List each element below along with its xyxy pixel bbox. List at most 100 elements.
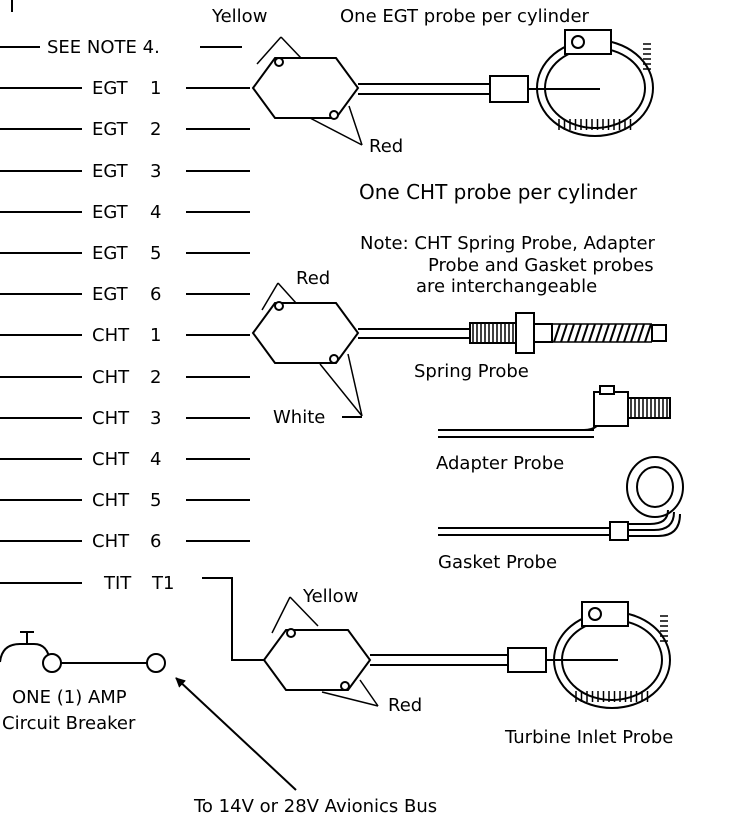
egt-clamp-teeth <box>558 43 651 130</box>
cht-note-line-2: Probe and Gasket probes <box>428 255 654 276</box>
spring-coil <box>567 323 575 343</box>
cht-connector-body <box>251 302 360 364</box>
gasket-sleeve <box>609 521 629 541</box>
egt-yellow-terminal <box>274 57 284 67</box>
wire-row-tit-t1: TIT T1 <box>0 573 174 594</box>
channel-number: 4 <box>150 449 161 470</box>
cht-section-title: One CHT probe per cylinder <box>359 180 638 204</box>
spring-coil <box>644 323 652 343</box>
spring-coil <box>637 323 645 343</box>
spring-coil <box>560 323 568 343</box>
breaker-terminal-left <box>42 653 62 673</box>
wire-row-egt-2: EGT 2 <box>0 119 250 140</box>
spring-coil <box>616 323 624 343</box>
breaker-terminal-right <box>146 653 166 673</box>
channel-number: 1 <box>150 325 161 346</box>
spring-coil <box>630 323 638 343</box>
wire-row-egt-6: EGT 6 <box>0 284 250 305</box>
cht-white-pointer-right <box>347 353 363 417</box>
spring-thread-lines <box>472 323 514 343</box>
tit-red-pointer-left <box>321 691 379 707</box>
avionics-bus-label: To 14V or 28V Avionics Bus <box>193 796 437 817</box>
adapter-probe-label: Adapter Probe <box>436 453 564 474</box>
wire-label: SEE NOTE 4. <box>47 37 160 58</box>
cht-connector <box>251 282 470 417</box>
egt-red-label: Red <box>369 136 403 157</box>
adapter-body <box>593 391 629 427</box>
tit-probe-sleeve <box>507 647 547 673</box>
tit-yellow-terminal <box>286 628 296 638</box>
spring-coil <box>553 323 561 343</box>
egt-section-title: One EGT probe per cylinder <box>340 6 590 27</box>
spring-probe-collar <box>533 323 553 343</box>
gasket-ring-inner <box>636 466 674 508</box>
spring-probe-tip <box>651 324 667 342</box>
spring-probe-nut <box>515 312 535 354</box>
tit-connector <box>262 596 508 707</box>
tit-red-label: Red <box>388 695 422 716</box>
channel-number: 3 <box>150 408 161 429</box>
egt-clamp-screw-housing <box>564 29 612 55</box>
circuit-breaker <box>0 631 297 791</box>
tit-connector-body <box>262 629 372 691</box>
spring-coil <box>595 323 603 343</box>
channel-number: 6 <box>150 284 161 305</box>
channel-label: CHT <box>92 490 130 511</box>
spring-coil <box>609 323 617 343</box>
channel-label: EGT <box>92 78 129 99</box>
gasket-lead-1 <box>616 509 669 525</box>
breaker-label-line-2: Circuit Breaker <box>2 713 136 734</box>
channel-label: TIT <box>103 573 132 594</box>
spring-coil <box>588 323 596 343</box>
cht-red-pointer-left <box>261 282 279 311</box>
tit-clamp-screw <box>588 607 602 621</box>
channel-number: 6 <box>150 531 161 552</box>
cht-red-pointer-right <box>277 282 297 304</box>
gasket-probe <box>438 456 684 541</box>
cht-white-pointer-left <box>319 363 363 417</box>
channel-number: 2 <box>150 367 161 388</box>
egt-yellow-pointer-right <box>280 36 302 59</box>
tit-probe <box>507 601 671 709</box>
tit-yellow-pointer-left <box>271 596 291 634</box>
egt-connector-body <box>251 57 360 119</box>
channel-label: EGT <box>92 243 129 264</box>
channel-label: EGT <box>92 119 129 140</box>
gasket-lead-2 <box>616 511 675 531</box>
egt-red-pointer-left <box>309 117 363 146</box>
egt-red-terminal <box>329 110 339 120</box>
spring-coil <box>574 323 582 343</box>
adapter-tab <box>599 385 615 395</box>
wire-row-cht-3: CHT 3 <box>0 408 250 429</box>
egt-probe <box>489 29 654 137</box>
egt-connector <box>251 36 490 146</box>
channel-label: EGT <box>92 284 129 305</box>
cht-red-terminal <box>274 301 284 311</box>
channel-label: CHT <box>92 408 130 429</box>
spring-probe <box>469 312 667 354</box>
adapter-thread-lines <box>630 398 668 418</box>
turbine-inlet-probe-label: Turbine Inlet Probe <box>504 727 673 748</box>
channel-number: T1 <box>151 573 174 594</box>
egt-red-pointer-right <box>348 105 363 146</box>
breaker-arc-left <box>0 643 21 663</box>
cht-white-label: White <box>273 407 325 428</box>
channel-number: 4 <box>150 202 161 223</box>
avionics-bus-arrow <box>175 677 297 791</box>
channel-label: CHT <box>92 531 130 552</box>
breaker-label-line-1: ONE (1) AMP <box>12 687 127 708</box>
spring-probe-label: Spring Probe <box>414 361 529 382</box>
channel-number: 2 <box>150 119 161 140</box>
tit-yellow-pointer-right <box>289 596 319 627</box>
channel-number: 3 <box>150 161 161 182</box>
tit-red-pointer-right <box>359 679 379 707</box>
